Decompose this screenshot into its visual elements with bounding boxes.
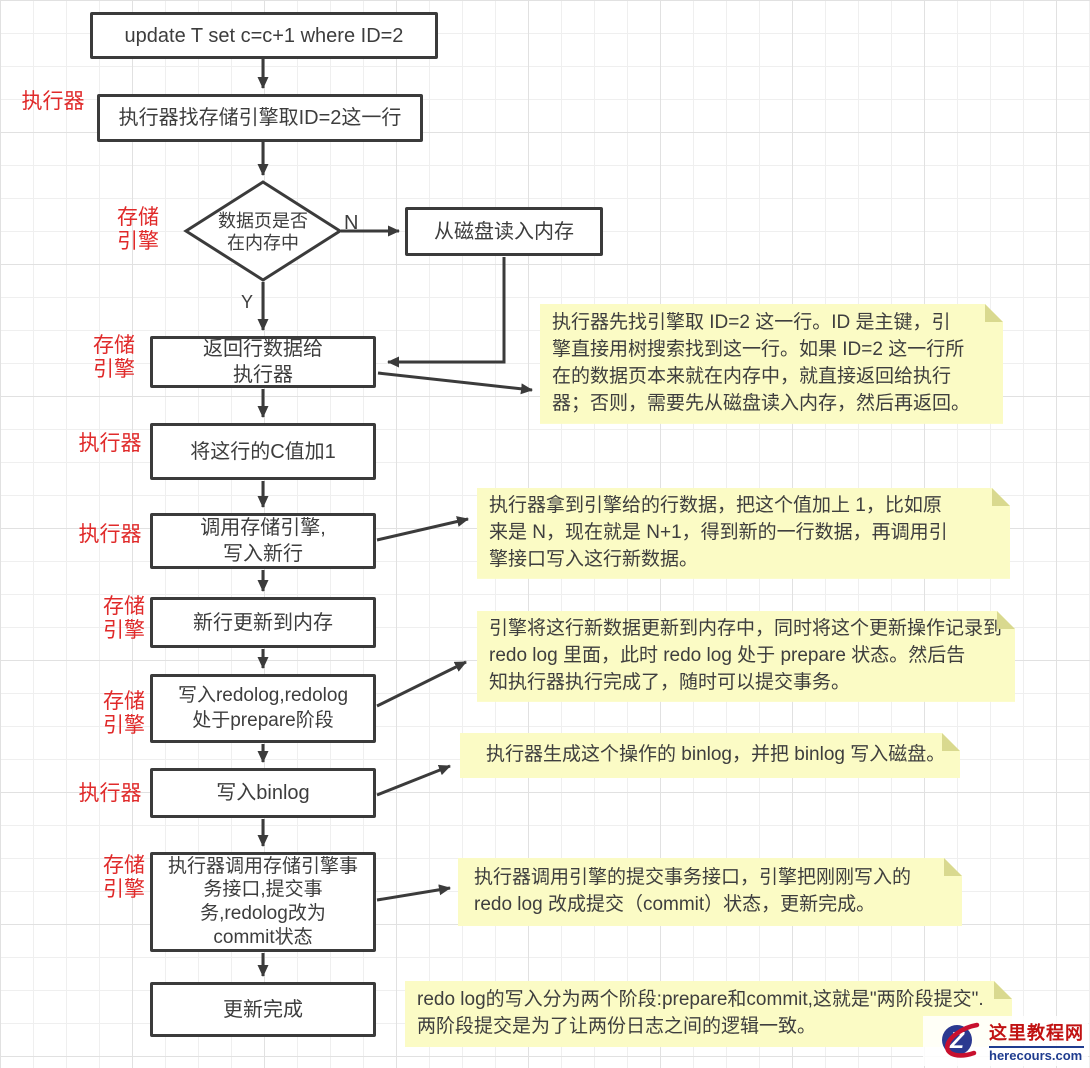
flow-box-return-row: 返回行数据给 执行器 [150,336,376,388]
role-label-executor-1: 执行器 [21,90,85,113]
sticky-note-redolog: 引擎将这行新数据更新到内存中，同时将这个更新操作记录到 redo log 里面，… [477,611,1015,702]
watermark-text: 这里教程网 herecours.com [989,1019,1084,1063]
arrow-binlog-to-note4 [376,764,451,797]
role-label-storage-4: 存储 引擎 [103,690,145,738]
role-label-executor-4: 执行器 [78,782,142,805]
arrow-disk-to-return [387,257,506,368]
site-logo-icon: Z [942,1022,980,1058]
role-label-storage-5: 存储 引擎 [103,854,145,902]
sticky-note-binlog: 执行器生成这个操作的 binlog，并把 binlog 写入磁盘。 [460,733,960,778]
site-name: 这里教程网 [989,1023,1084,1043]
role-label-executor-2: 执行器 [78,432,142,455]
flow-box-find-row: 执行器找存储引擎取ID=2这一行 [97,94,423,142]
role-label-storage-3: 存储 引擎 [103,595,145,643]
sticky-note-commit: 执行器调用引擎的提交事务接口，引擎把刚刚写入的 redo log 改成提交（co… [458,858,962,926]
flow-box-write-binlog: 写入binlog [150,768,376,818]
sticky-note-find-row: 执行器先找引擎取 ID=2 这一行。ID 是主键，引 擎直接用树搜索找到这一行。… [540,304,1003,424]
site-watermark: Z 这里教程网 herecours.com [923,1016,1088,1066]
flow-box-commit: 执行器调用存储引擎事 务接口,提交事 务,redolog改为 commit状态 [150,852,376,952]
flow-box-write-redolog: 写入redolog,redolog 处于prepare阶段 [150,674,376,743]
arrow-return-to-note1 [377,371,533,395]
flow-box-start-sql: update T set c=c+1 where ID=2 [90,12,438,59]
logo-letter: Z [949,1027,965,1053]
flow-box-disk-read: 从磁盘读入内存 [405,207,603,256]
branch-yes-label: Y [241,292,254,312]
decision-diamond-label: 数据页是否 在内存中 [218,210,308,254]
branch-no-label: N [344,212,359,234]
arrow-redolog-to-note3 [376,660,467,708]
site-url: herecours.com [989,1046,1084,1063]
flow-box-call-engine: 调用存储引擎, 写入新行 [150,513,376,569]
role-label-storage-1: 存储 引擎 [117,206,159,254]
arrow-call-to-note2 [376,516,469,542]
flow-box-update-memory: 新行更新到内存 [150,597,376,648]
sticky-note-two-phase: redo log的写入分为两个阶段:prepare和commit,这就是"两阶段… [405,981,1012,1047]
arrow-commit-to-note5 [376,884,451,902]
sticky-note-increment: 执行器拿到引擎给的行数据，把这个值加上 1，比如原 来是 N，现在就是 N+1，… [477,488,1010,579]
flow-box-increment-c: 将这行的C值加1 [150,423,376,480]
role-label-storage-2: 存储 引擎 [93,334,135,382]
role-label-executor-3: 执行器 [78,523,142,546]
flow-box-done: 更新完成 [150,982,376,1037]
